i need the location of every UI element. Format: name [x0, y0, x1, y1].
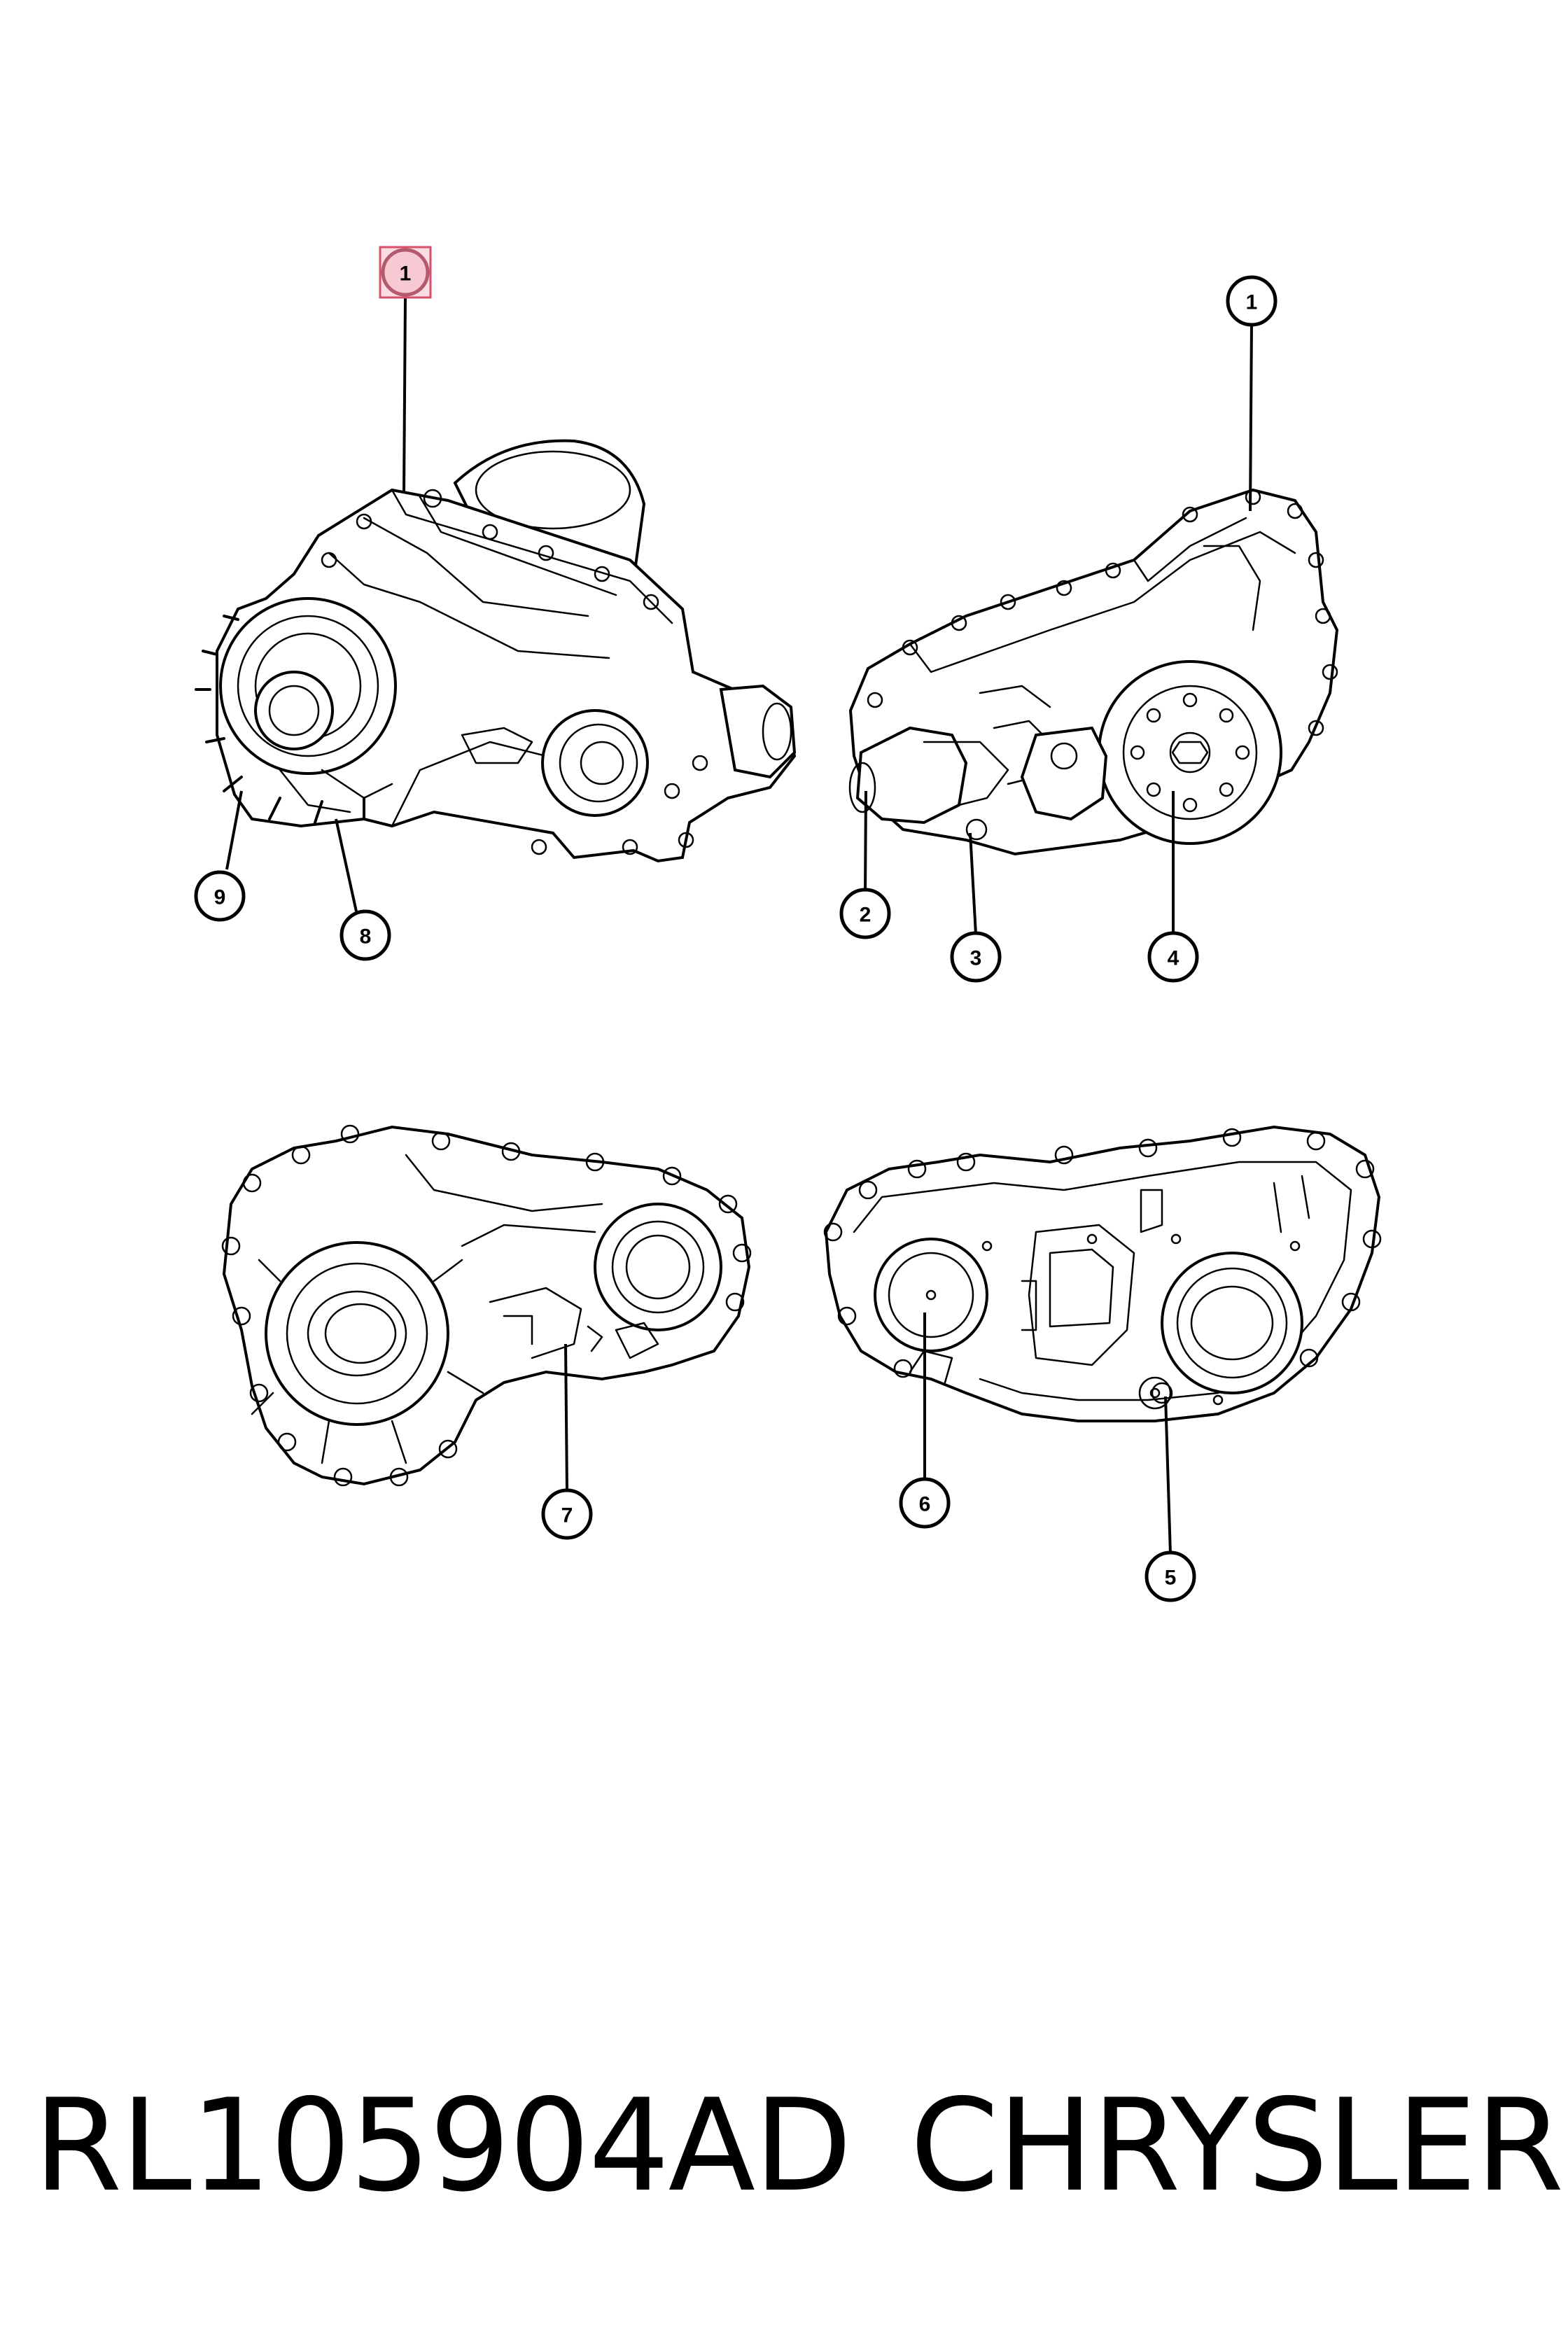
- callout-7[interactable]: 7: [541, 1488, 593, 1540]
- callout-1-highlighted[interactable]: 1: [379, 246, 432, 299]
- footer-caption: RL105904AD CHRYSLER: [0, 2068, 1568, 2222]
- callout-label: 9: [214, 886, 226, 909]
- callout-8[interactable]: 8: [340, 909, 391, 961]
- rear-case-half: [823, 1125, 1382, 1422]
- callout-label: 4: [1168, 947, 1180, 970]
- callout-label: 3: [970, 947, 982, 970]
- callout-label: 1: [400, 262, 412, 286]
- callout-label: 6: [919, 1493, 931, 1516]
- callout-leaders: [225, 297, 1253, 1555]
- callout-9[interactable]: 9: [194, 870, 246, 922]
- callout-circle: [381, 248, 430, 297]
- callout-label: 7: [561, 1504, 573, 1527]
- part-number: RL105904AD: [34, 2071, 852, 2220]
- callout-5[interactable]: 5: [1144, 1550, 1196, 1602]
- transfer-case-assembly-rear-view: [848, 488, 1339, 856]
- callout-6[interactable]: 6: [899, 1477, 951, 1529]
- front-case-half: [221, 1124, 752, 1487]
- callout-label: 8: [360, 925, 372, 948]
- callout-1[interactable]: 1: [1226, 275, 1278, 327]
- brand-name: CHRYSLER: [910, 2071, 1564, 2220]
- callout-2[interactable]: 2: [839, 888, 891, 939]
- callout-3[interactable]: 3: [950, 931, 1002, 983]
- transfer-case-assembly-front-view: [195, 439, 797, 863]
- callout-label: 1: [1246, 291, 1258, 314]
- callout-4[interactable]: 4: [1147, 931, 1199, 983]
- callout-label: 5: [1165, 1567, 1177, 1590]
- callout-label: 2: [860, 904, 872, 927]
